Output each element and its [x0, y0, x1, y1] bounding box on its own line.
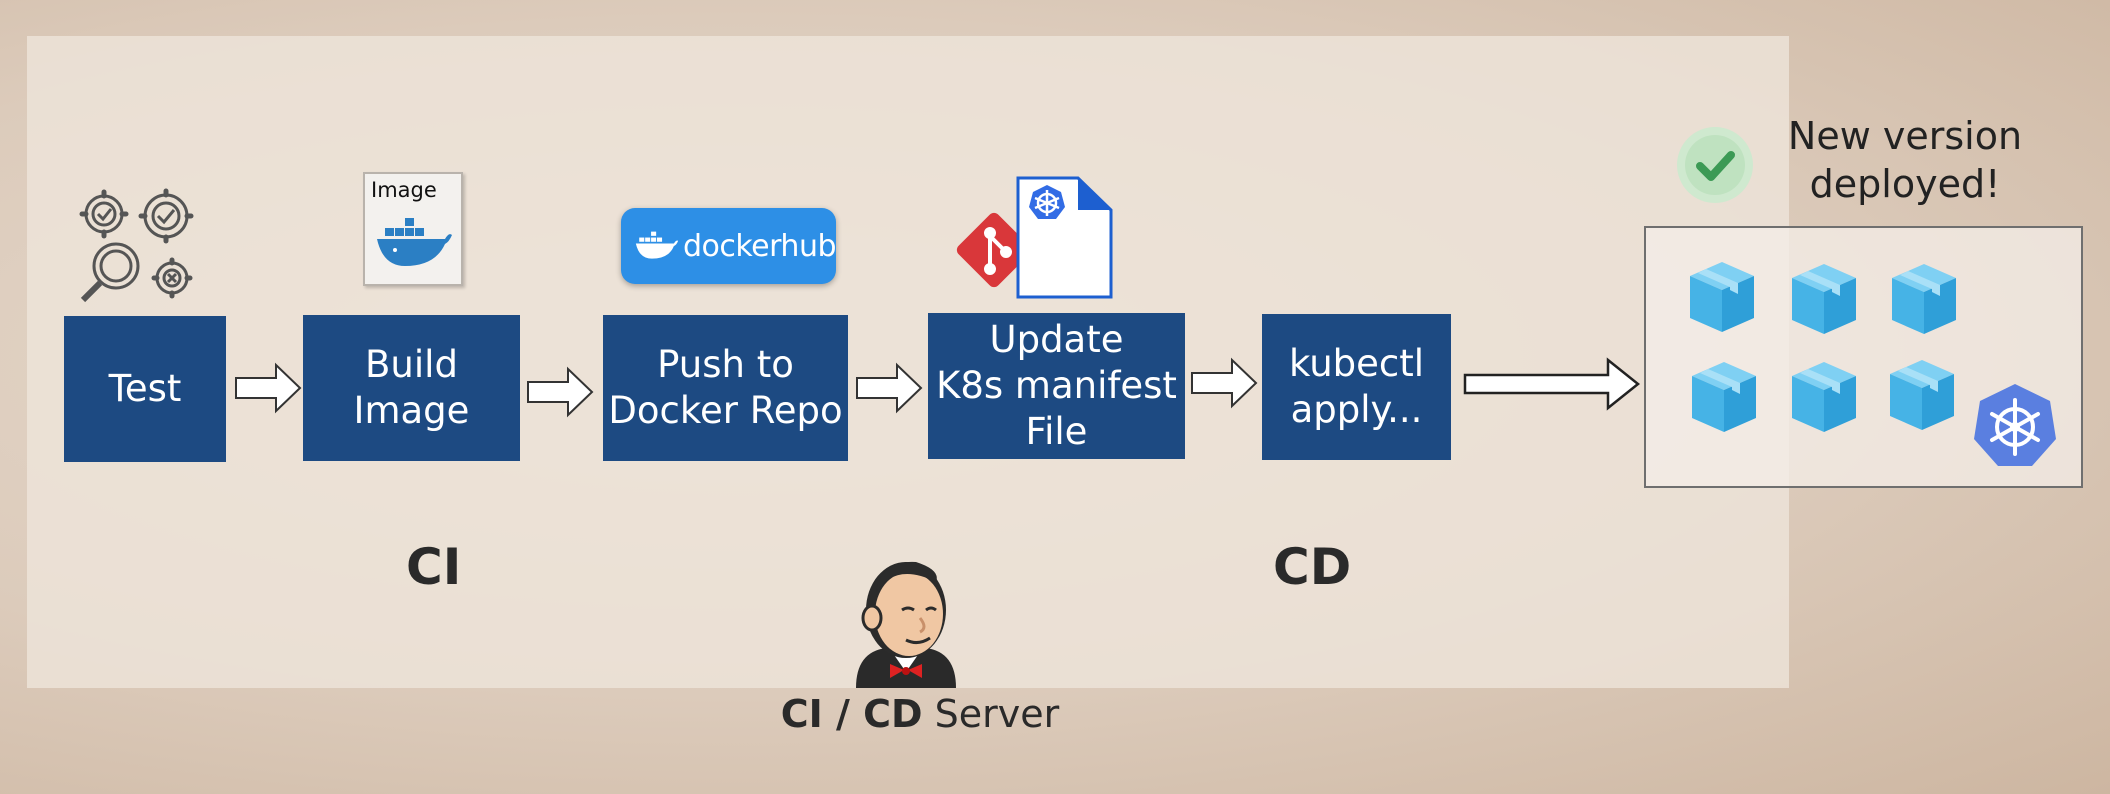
container-box-icon	[1792, 362, 1856, 432]
container-box-icon	[1892, 264, 1956, 334]
deployed-message: New version deployed!	[1787, 114, 2023, 206]
git-icon	[956, 212, 1032, 288]
kubernetes-icon	[1974, 384, 2056, 466]
container-box-icon	[1690, 262, 1754, 332]
container-box-icon	[1692, 362, 1756, 432]
dockerhub-logo-text: dockerhub	[682, 228, 837, 264]
check-icon	[1677, 127, 1753, 203]
arrow-test-to-build	[235, 362, 302, 414]
step-update-manifest: Update K8s manifest File	[928, 313, 1185, 459]
gears-check-magnifier-icon	[79, 188, 194, 303]
arrow-apply-to-cluster	[1463, 357, 1641, 411]
dockerhub-logo-icon: dockerhub	[621, 208, 837, 284]
ci-cd-server-suffix: Server	[922, 692, 1060, 736]
docker-image-icon: Image	[363, 172, 463, 286]
arrow-push-to-update	[856, 362, 923, 414]
step-push-docker-repo: Push to Docker Repo	[603, 315, 848, 461]
jenkins-icon	[856, 561, 956, 688]
ci-cd-server-label: CI / CD Server	[770, 692, 1070, 736]
container-box-icon	[1792, 264, 1856, 334]
ci-cd-server-prefix: CI / CD	[780, 692, 923, 736]
step-test: Test	[64, 316, 226, 462]
k8s-manifest-file-icon	[1016, 176, 1113, 299]
step-kubectl-apply: kubectl apply...	[1262, 314, 1451, 460]
cd-phase-label: CD	[1273, 538, 1352, 596]
step-build-image: Build Image	[303, 315, 520, 461]
arrow-build-to-push	[527, 366, 594, 418]
arrow-update-to-apply	[1191, 357, 1258, 409]
image-card-label: Image	[371, 178, 437, 202]
container-box-icon	[1890, 360, 1954, 430]
ci-phase-label: CI	[406, 538, 462, 596]
